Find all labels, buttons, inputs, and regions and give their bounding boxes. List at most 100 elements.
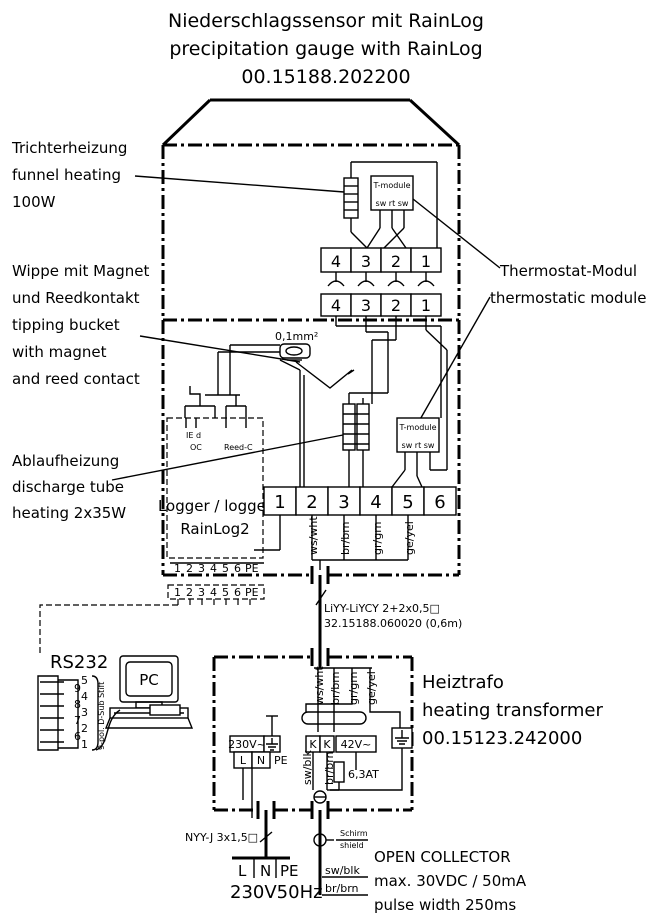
cable-type-label: LiYY-LiYCY 2+2x0,5□ — [324, 602, 440, 615]
upper-terminal-4: 4 — [331, 252, 341, 271]
dsub-pin-6: 6 — [74, 730, 81, 743]
schirm-label: Schirm — [340, 829, 368, 838]
trafo-wire-br-brn: br/brn — [329, 671, 342, 705]
terminal-4: 4 — [370, 492, 381, 513]
dsub-pin-1: 1 — [81, 738, 88, 751]
logger-terminal-5: 5 — [222, 562, 229, 575]
primary-n: N — [257, 754, 265, 767]
funnel-heater-element — [343, 177, 359, 219]
transformer-label-de: Heiztrafo — [422, 672, 504, 693]
mains-pe: PE — [280, 862, 299, 880]
trafo-wire-gr-grn: gr/grn — [347, 671, 360, 705]
wire-ge-yel: ge/yel — [403, 521, 416, 555]
trafo-wire-ge-yel: ge/yel — [365, 671, 378, 705]
logger-terminal-4: 4 — [210, 562, 217, 575]
cable-wires — [311, 515, 409, 570]
logger-terminal-pe: PE — [245, 562, 259, 575]
discharge-heating-power: heating 2x35W — [12, 504, 126, 522]
mains-l: L — [238, 862, 247, 880]
tmodule-pins-top: sw rt sw — [376, 199, 409, 208]
title-de: Niederschlagssensor mit RainLog — [168, 10, 484, 32]
thermostat-module-top: T-module sw rt sw — [370, 175, 414, 211]
le-label: IE d — [186, 431, 201, 440]
dsub-connector: 5 9 4 8 3 7 2 6 1 — [37, 674, 88, 751]
secondary-k2: K — [323, 738, 331, 751]
oc-label: OC — [190, 443, 202, 452]
mains-cable-label: NYY-J 3x1,5□ — [185, 831, 258, 844]
logger-plug: 1 2 3 4 5 6 PE — [167, 584, 265, 600]
part-number: 00.15188.202200 — [241, 66, 410, 88]
primary-voltage: 230V~ — [228, 738, 266, 751]
funnel-heating-power: 100W — [12, 193, 56, 211]
tipping-bucket — [295, 361, 355, 389]
trafo-out-br-brn: br/brn — [323, 751, 336, 785]
terminal-3: 3 — [338, 492, 349, 513]
logger-terminal-6: 6 — [234, 562, 241, 575]
logger-label-1: Logger / logger — [158, 497, 273, 515]
funnel-heating-label-en: funnel heating — [12, 166, 121, 184]
logger-terminal-2: 2 — [186, 562, 193, 575]
plug-connector: 4 3 2 1 — [320, 272, 442, 317]
sensor-housing — [161, 98, 461, 584]
open-collector-title: OPEN COLLECTOR — [374, 848, 511, 866]
thermostat-label-de: Thermostat-Modul — [499, 262, 637, 280]
plug-terminal-2: 2 — [186, 586, 193, 599]
socket-terminal-4: 4 — [331, 296, 341, 315]
fuse-label: 6,3AT — [348, 768, 379, 781]
logger-terminal-1: 1 — [174, 562, 181, 575]
funnel-heating-label-de: Trichterheizung — [11, 139, 127, 157]
wire-br-brn: br/brn — [339, 521, 352, 555]
thermostat-module-bottom: T-module sw rt sw — [396, 417, 440, 453]
plug-terminal-pe: PE — [245, 586, 259, 599]
upper-terminal-3: 3 — [361, 252, 371, 271]
primary-terminals: 230V~ L N PE — [228, 735, 288, 769]
secondary-terminals: K K 42V~ — [305, 727, 413, 753]
pc-icon: PC — [104, 655, 194, 729]
secondary-k1: K — [309, 738, 317, 751]
mains-terminals: L N PE — [232, 856, 299, 880]
dsub-pin-3: 3 — [81, 706, 88, 719]
upper-terminal-2: 2 — [391, 252, 401, 271]
dsub-label: 9-pol. D-Sub Stift — [97, 682, 106, 750]
socket-terminal-3: 3 — [361, 296, 371, 315]
terminal-1: 1 — [274, 492, 285, 513]
socket-terminal-1: 1 — [421, 296, 431, 315]
rainlog-logger: Logger / logger RainLog2 — [158, 417, 273, 559]
trafo-out-sw-blk: sw/blk — [301, 750, 314, 785]
terminal-5: 5 — [402, 492, 413, 513]
discharge-heating-label-en: discharge tube — [12, 478, 124, 496]
wire-ws-wht: ws/wht — [307, 516, 320, 555]
oc-wire-br-brn: br/brn — [325, 882, 359, 895]
discharge-heater-elements — [342, 403, 370, 451]
bucket-label-de-1: Wippe mit Magnet — [12, 262, 150, 280]
secondary-voltage: 42V~ — [341, 738, 372, 751]
dsub-pin-7: 7 — [74, 714, 81, 727]
rs232-label: RS232 — [50, 652, 108, 673]
wire-size-label: 0,1mm² — [275, 330, 318, 343]
socket-terminal-2: 2 — [391, 296, 401, 315]
main-terminal-block: 1 2 3 4 5 6 — [263, 486, 457, 516]
open-collector-pulse: pulse width 250ms — [374, 896, 516, 914]
pc-label: PC — [139, 671, 159, 689]
plug-terminal-6: 6 — [234, 586, 241, 599]
bucket-label-en-1: tipping bucket — [12, 316, 120, 334]
dsub-pin-8: 8 — [74, 698, 81, 711]
plug-terminal-4: 4 — [210, 586, 217, 599]
tmodule-label-bottom: T-module — [398, 423, 436, 432]
trafo-wire-ws-wht: ws/wht — [313, 666, 326, 705]
shield-label: shield — [340, 841, 364, 850]
reed-label: Reed-C — [224, 443, 253, 452]
thermostat-label-en: thermostatic module — [490, 289, 646, 307]
dsub-pin-9: 9 — [74, 682, 81, 695]
transformer-label-en: heating transformer — [422, 700, 603, 721]
terminal-6: 6 — [434, 492, 445, 513]
terminal-2: 2 — [306, 492, 317, 513]
bucket-label-en-2: with magnet — [12, 343, 107, 361]
dsub-pin-4: 4 — [81, 690, 88, 703]
title-en: precipitation gauge with RainLog — [169, 38, 482, 60]
transformer-part: 00.15123.242000 — [422, 728, 582, 749]
cable-part-label: 32.15188.060020 (0,6m) — [324, 617, 462, 630]
plug-terminal-5: 5 — [222, 586, 229, 599]
reed-contact — [279, 343, 311, 361]
